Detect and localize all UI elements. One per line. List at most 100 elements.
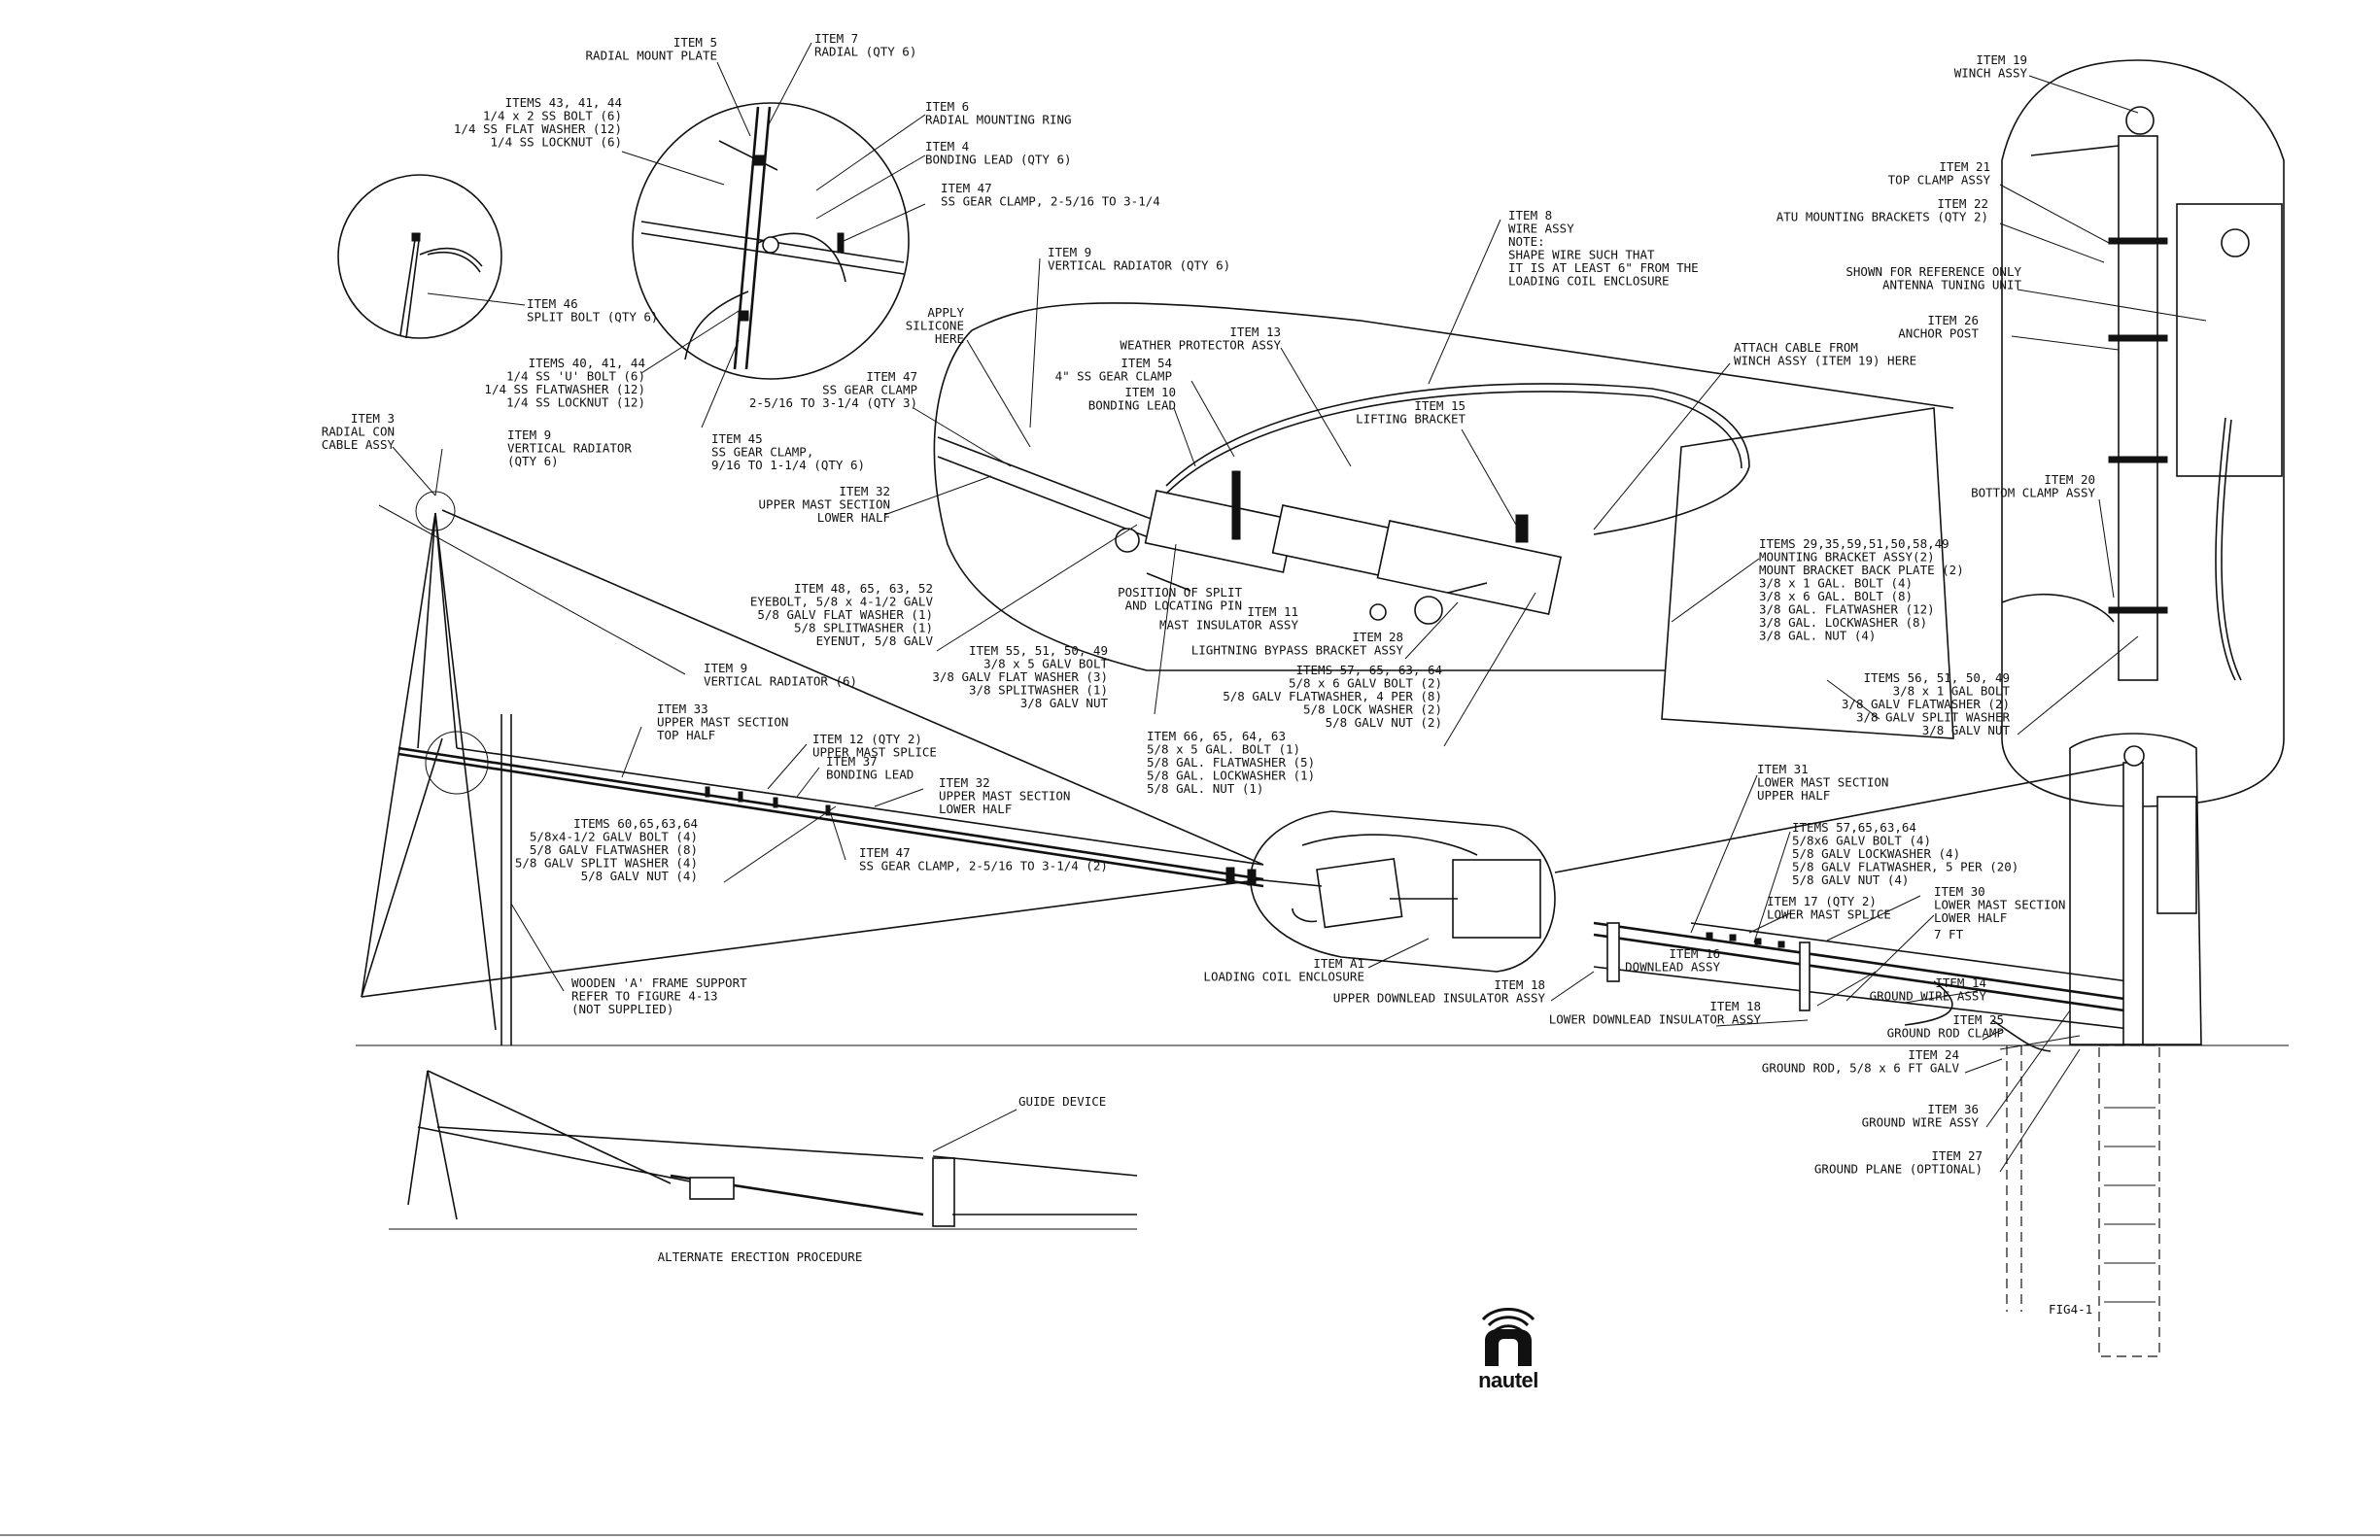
callout-line: ITEM 48, 65, 63, 52 [794,581,933,596]
callout-line: ITEMS 29,35,59,51,50,58,49 [1759,536,1949,551]
callout-line: 1/4 SS FLATWASHER (12) [484,382,645,396]
callout-line: GROUND WIRE ASSY [1870,989,1987,1004]
callout-line: 5/8 x 6 GALV BOLT (2) [1289,676,1442,691]
callout-line: ITEMS 43, 41, 44 [505,95,622,110]
callout-line: LOADING COIL ENCLOSURE [1508,274,1670,289]
callout-line: TOP CLAMP ASSY [1888,173,1991,188]
callout-line: ITEM 13 [1229,325,1281,339]
callout-line: 3/8 GALV NUT [1922,723,2011,737]
loading-coil-detail [1250,810,1556,973]
callout-line: LOWER MAST SPLICE [1767,907,1891,922]
callout-line: 5/8 GAL. FLATWASHER (5) [1147,755,1315,770]
callout-line: SS GEAR CLAMP, 2-5/16 TO 3-1/4 (2) [859,859,1108,873]
callout-line: 3/8 x 6 GAL. BOLT (8) [1759,589,1913,603]
callout-line: GROUND ROD, 5/8 x 6 FT GALV [1762,1061,1960,1076]
callout-line: ITEM 6 [925,99,969,114]
callout-line: ITEM 32 [839,484,890,498]
callout-line: UPPER HALF [1757,788,1830,803]
callout-line: ITEM 45 [711,431,763,446]
callout-line: ITEM 47 [866,369,917,384]
callout-line: SPLIT BOLT (QTY 6) [527,310,658,325]
callout-line: 7 FT [1934,927,1964,941]
callout-alt: ALTERNATE ERECTION PROCEDURE [658,1249,863,1264]
callout-line: ITEM 55, 51, 50, 49 [969,643,1108,658]
callout-line: VERTICAL RADIATOR (QTY 6) [1048,258,1230,273]
callout-line: ITEMS 56, 51, 50, 49 [1863,670,2010,685]
callout-line: 1/4 SS LOCKNUT (6) [491,135,622,150]
callout-line: ANCHOR POST [1898,326,1979,341]
callout-line: SHAPE WIRE SUCH THAT [1508,248,1655,262]
callout-line: ITEM 66, 65, 64, 63 [1147,729,1286,743]
callout-line: WIRE ASSY [1508,222,1574,236]
callout-line: GROUND WIRE ASSY [1862,1115,1980,1130]
callout-line: ITEM 9 [704,661,747,675]
callout-line: BONDING LEAD [1088,398,1176,413]
callout-line: ITEM 30 [1934,884,1985,899]
callout-line: FIG4-1 [2049,1302,2092,1317]
callout-line: 3/8 x 5 GALV BOLT [983,657,1108,671]
callout-line: 3/8 GAL. FLATWASHER (12) [1759,602,1935,617]
callout-line: NOTE: [1508,234,1545,249]
callout-line: TOP HALF [657,728,715,742]
callout-line: MAST INSULATOR ASSY [1159,618,1298,633]
callout-line: ATTACH CABLE FROM [1734,340,1858,355]
callout-line: ITEM 15 [1414,398,1466,413]
callout-line: 5/8 GALV FLATWASHER (8) [530,842,698,857]
callout-line: MOUNT BRACKET BACK PLATE (2) [1759,563,1964,577]
callout-line: UPPER MAST SECTION [657,715,788,730]
callout-line: ANTENNA TUNING UNIT [1882,278,2021,292]
callout-line: ITEM 46 [527,296,578,311]
callout-line: ITEM 17 (QTY 2) [1767,894,1877,908]
callout-line: ITEM 3 [351,411,395,426]
callout-line: SHOWN FOR REFERENCE ONLY [1845,264,2021,279]
callout-line: 1/4 SS 'U' BOLT (6) [506,369,645,384]
callout-line: 5/8x6 GALV BOLT (4) [1792,834,1931,848]
mast-insulator-detail [933,302,1954,739]
callout-fig: FIG4-1 [2049,1302,2092,1317]
callout-line: ITEM 25 [1952,1012,2004,1027]
callout-line: 5/8 GALV SPLIT WASHER (4) [515,856,698,871]
nautel-logo: nautel [1469,1298,1547,1395]
callout-line: 3/8 SPLITWASHER (1) [969,683,1108,698]
callout-7ft: 7 FT [1934,927,1964,941]
lower-mast-figure [1554,762,2139,1052]
callout-line: WINCH ASSY [1954,66,2028,81]
callout-line: ITEM 14 [1935,975,1986,990]
callout-line: ITEM 47 [859,845,911,860]
callout-line: LOWER HALF [1934,910,2007,925]
callout-line: 5/8 SPLITWASHER (1) [794,621,933,635]
callout-line: ITEM 31 [1757,762,1809,776]
